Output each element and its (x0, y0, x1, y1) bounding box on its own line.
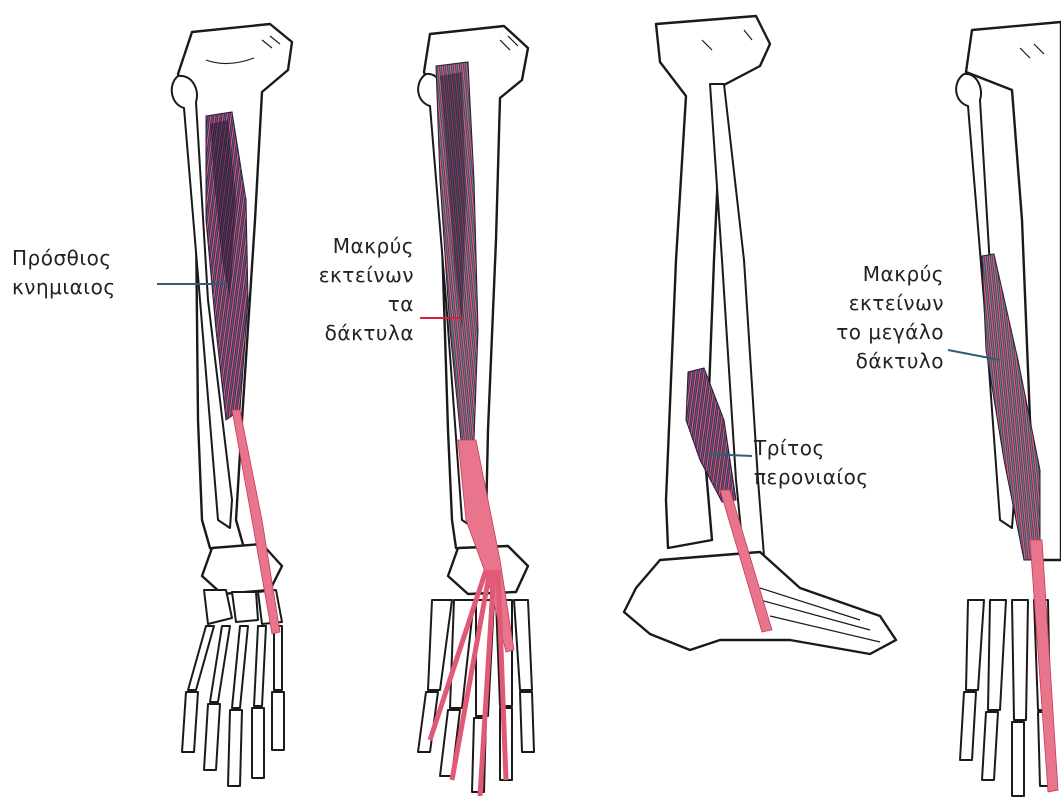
label-extensor-hallucis-longus: Μακρύς εκτείνων το μεγάλο δάκτυλο (768, 260, 944, 376)
label-extensor-digitorum-longus: Μακρύς εκτείνων τα δάκτυλα (290, 232, 414, 348)
label-line: Μακρύς (768, 260, 944, 289)
label-tibialis-anterior: Πρόσθιος κνημιαιος (12, 244, 116, 302)
extensor-digitorum-longus-muscle (430, 62, 514, 796)
label-line: Τρίτος (754, 434, 869, 463)
label-line: δάκτυλα (290, 319, 414, 348)
label-line: το μεγάλο (768, 318, 944, 347)
label-line: Πρόσθιος (12, 244, 116, 273)
figure-extensor-hallucis-longus (956, 22, 1061, 796)
label-line: περονιαίος (754, 463, 869, 492)
label-line: εκτείνων (290, 261, 414, 290)
label-line: κνημιαιος (12, 273, 116, 302)
label-fibularis-tertius: Τρίτος περονιαίος (754, 434, 869, 492)
figure-extensor-digitorum-longus (418, 26, 534, 796)
figure-tibialis-anterior (172, 24, 292, 786)
label-line: εκτείνων (768, 289, 944, 318)
label-line: τα (290, 290, 414, 319)
label-line: Μακρύς (290, 232, 414, 261)
foot-bones (418, 546, 534, 792)
label-line: δάκτυλο (768, 347, 944, 376)
